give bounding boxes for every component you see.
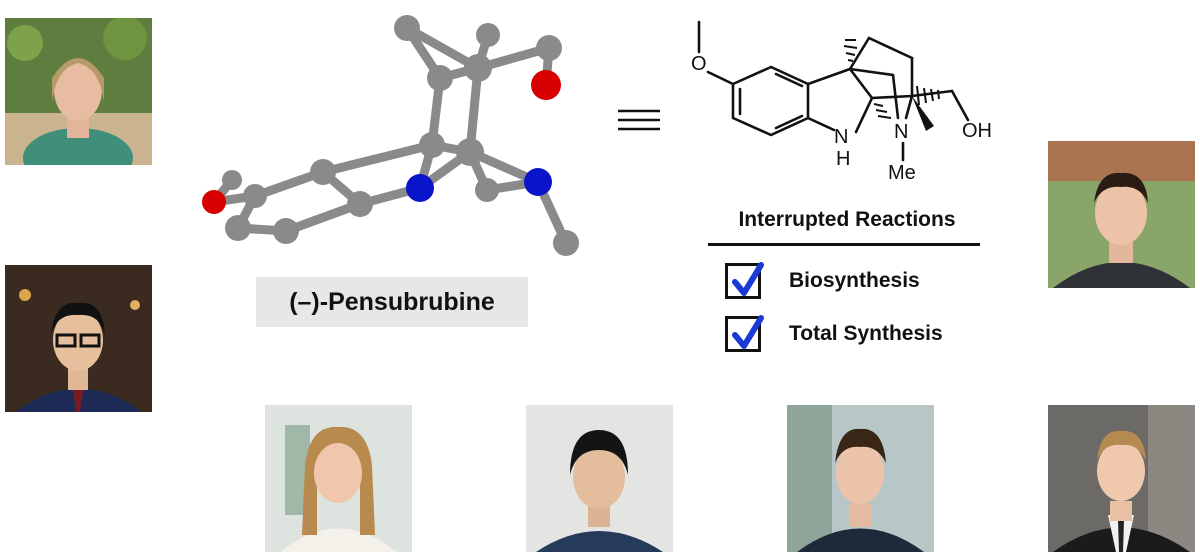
amine-nitrogen-label: N	[894, 121, 908, 143]
model-atoms	[202, 15, 579, 256]
compound-name: (–)-Pensubrubine	[256, 277, 528, 327]
checklist-item-biosynthesis: Biosynthesis	[725, 261, 920, 301]
carbon-atom	[243, 184, 267, 208]
carbon-atom	[553, 230, 579, 256]
portrait-photo-5	[526, 405, 673, 552]
carbon-atom	[456, 138, 484, 166]
checklist-label: Total Synthesis	[789, 322, 943, 345]
carbon-atom	[310, 159, 336, 185]
portrait-photo-6	[787, 405, 934, 552]
ball-and-stick-model	[202, 15, 579, 256]
portrait-photo-1	[5, 18, 152, 165]
skeletal-structure: O N H N Me OH	[691, 20, 992, 184]
checkbox-icon	[725, 262, 764, 299]
carbon-atom	[225, 215, 251, 241]
carbon-atom	[475, 178, 499, 202]
carbon-atom	[476, 23, 500, 47]
carbon-atom	[273, 218, 299, 244]
portrait-photo-4	[265, 405, 412, 552]
indoline-hydrogen-label: H	[836, 148, 850, 170]
oxygen-atom	[202, 190, 226, 214]
carbon-atom	[419, 132, 445, 158]
reactions-divider	[708, 243, 980, 246]
portrait-photo-3	[1048, 141, 1195, 288]
portrait-photo-7	[1048, 405, 1195, 552]
checkbox-icon	[725, 315, 764, 352]
equivalence-symbol	[618, 109, 660, 131]
nitrogen-atom	[406, 174, 434, 202]
n-methyl-label: Me	[888, 162, 916, 184]
carbon-atom	[464, 54, 492, 82]
carbon-atom	[536, 35, 562, 61]
methoxy-oxygen-label: O	[691, 53, 707, 75]
nitrogen-atom	[524, 168, 552, 196]
portrait-photo-2	[5, 265, 152, 412]
reactions-title: Interrupted Reactions	[738, 208, 956, 231]
carbon-atom	[427, 65, 453, 91]
model-bonds	[209, 23, 571, 248]
carbon-atom	[347, 191, 373, 217]
oxygen-atom	[531, 70, 561, 100]
indoline-nitrogen-label: N	[834, 126, 848, 148]
checklist-item-total-synthesis: Total Synthesis	[725, 314, 943, 354]
carbon-atom	[394, 15, 420, 41]
carbon-atom	[222, 170, 242, 190]
checklist-label: Biosynthesis	[789, 269, 920, 292]
hydroxyl-label: OH	[962, 120, 992, 142]
